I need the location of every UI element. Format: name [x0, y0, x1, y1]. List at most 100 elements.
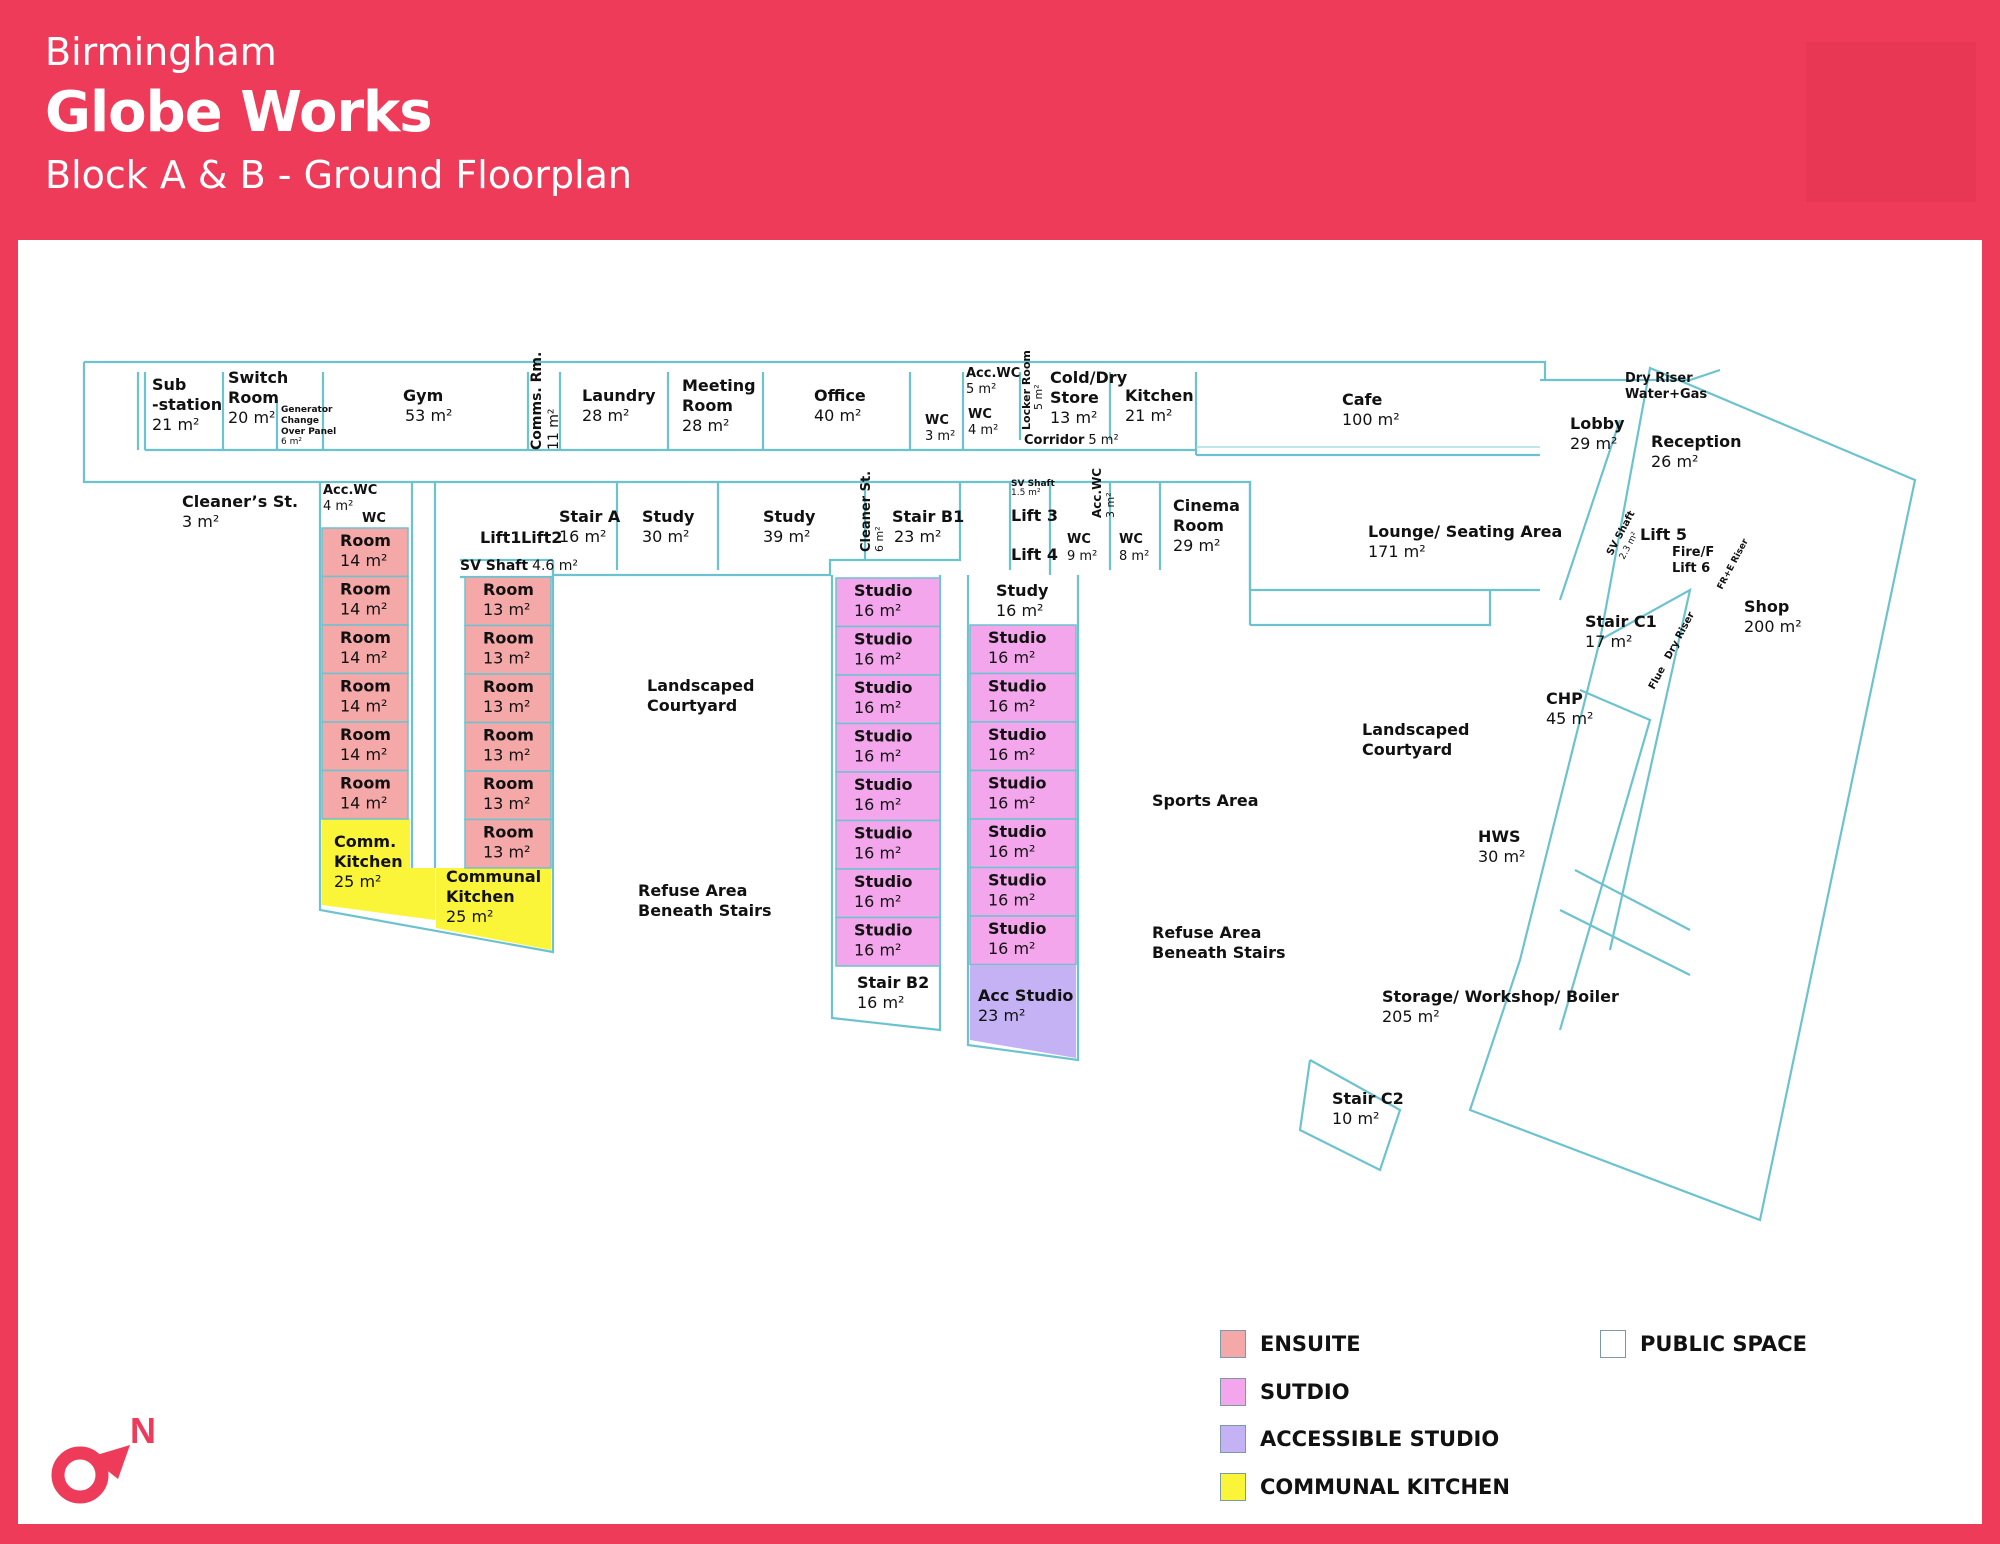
legend-item-public-space: PUBLIC SPACE	[1600, 1330, 1807, 1358]
legend-swatch-communal-kitchen	[1220, 1473, 1246, 1501]
label-refuse-b-l2: Beneath Stairs	[1152, 943, 1286, 962]
label-gym-area: 53 m²	[405, 406, 452, 425]
unit-area: 16 m²	[988, 648, 1035, 667]
label-stair-b1: Stair B1	[892, 507, 964, 526]
svg-text:WC8 m²: WC8 m²	[1119, 532, 1149, 564]
unit-area: 14 m²	[340, 648, 387, 667]
walls	[82, 360, 1917, 1222]
label-reception-area: 26 m²	[1651, 452, 1698, 471]
label-wc-e-area: 8 m²	[1119, 549, 1149, 564]
label-switch-area: 20 m²	[228, 408, 275, 427]
unit-name: Studio	[988, 628, 1047, 647]
label-study-39-area: 39 m²	[763, 527, 810, 546]
label-cinema-area: 29 m²	[1173, 536, 1220, 555]
label-courtyard-b-l2: Courtyard	[1362, 740, 1452, 759]
label-cleaner-st-b-area: 6 m²	[873, 526, 886, 552]
label-meeting-area: 28 m²	[682, 416, 729, 435]
unit-name: Studio	[988, 725, 1047, 744]
label-lounge-area: 171 m²	[1368, 542, 1426, 561]
label-lobby-area: 29 m²	[1570, 434, 1617, 453]
unit-cell	[835, 674, 941, 725]
label-acc-wc-b-area: 3 m²	[1104, 492, 1117, 518]
compass-pointer	[90, 1445, 130, 1479]
label-stair-c2-area: 10 m²	[1332, 1109, 1379, 1128]
legend-swatch-ensuite	[1220, 1330, 1246, 1358]
label-sv-shaft-a-area: 4.6 m²	[532, 558, 578, 574]
label-acc-studio: Acc Studio	[978, 986, 1073, 1005]
unit-cell	[464, 576, 552, 627]
label-study-39: Study	[763, 507, 816, 526]
city-label: Birmingham	[45, 30, 277, 74]
unit-name: Studio	[854, 727, 913, 746]
legend-label-ensuite: ENSUITE	[1260, 1332, 1361, 1356]
svg-text:WC9 m²: WC9 m²	[1067, 532, 1097, 564]
unit-area: 13 m²	[483, 600, 530, 619]
label-reception: Reception	[1651, 432, 1741, 451]
label-comms-area: 11 m²	[546, 408, 562, 450]
unit-area: 14 m²	[340, 600, 387, 619]
unit-area: 16 m²	[988, 745, 1035, 764]
unit-cell	[321, 527, 409, 578]
unit-cell	[464, 818, 552, 869]
label-cleaners: Cleaner’s St.	[182, 492, 298, 511]
label-cold-store-l1: Cold/Dry	[1050, 368, 1128, 387]
unit-name: Room	[483, 774, 534, 793]
label-meeting-l1: Meeting	[682, 376, 756, 395]
label-lift5: Lift 5	[1640, 525, 1687, 544]
page-title: Globe Works	[45, 80, 433, 145]
label-storage: Storage/ Workshop/ Boiler	[1382, 987, 1619, 1006]
unit-area: 16 m²	[854, 892, 901, 911]
label-refuse-a-l1: Refuse Area	[638, 881, 747, 900]
legend-item-studio: SUTDIO	[1220, 1378, 1350, 1406]
label-gym: Gym	[403, 386, 443, 405]
label-comm-kitchen-b-area: 25 m²	[446, 907, 493, 926]
label-study-16: Study	[996, 581, 1049, 600]
legend-item-ensuite: ENSUITE	[1220, 1330, 1361, 1358]
label-cinema-l1: Cinema	[1173, 496, 1240, 515]
label-comm-kitchen-b-l2: Kitchen	[446, 887, 515, 906]
legend-swatch-accessible-studio	[1220, 1425, 1246, 1453]
label-shop-area: 200 m²	[1744, 617, 1802, 636]
label-stair-c1-area: 17 m²	[1585, 632, 1632, 651]
unit-cell	[464, 770, 552, 821]
unit-area: 16 m²	[854, 795, 901, 814]
label-fr-riser: FR+E Riser	[1716, 537, 1751, 591]
label-wc-a: WC	[925, 413, 949, 428]
unit-name: Studio	[854, 921, 913, 940]
label-lift3: Lift 3	[1011, 506, 1058, 525]
legend-swatch-studio	[1220, 1378, 1246, 1406]
label-hws-area: 30 m²	[1478, 847, 1525, 866]
legend-label-studio: SUTDIO	[1260, 1380, 1350, 1404]
unit-name: Studio	[854, 630, 913, 649]
unit-cell	[835, 916, 941, 967]
unit-area: 14 m²	[340, 551, 387, 570]
unit-cell	[969, 624, 1077, 675]
unit-area: 14 m²	[340, 794, 387, 813]
label-cinema-l2: Room	[1173, 516, 1224, 535]
